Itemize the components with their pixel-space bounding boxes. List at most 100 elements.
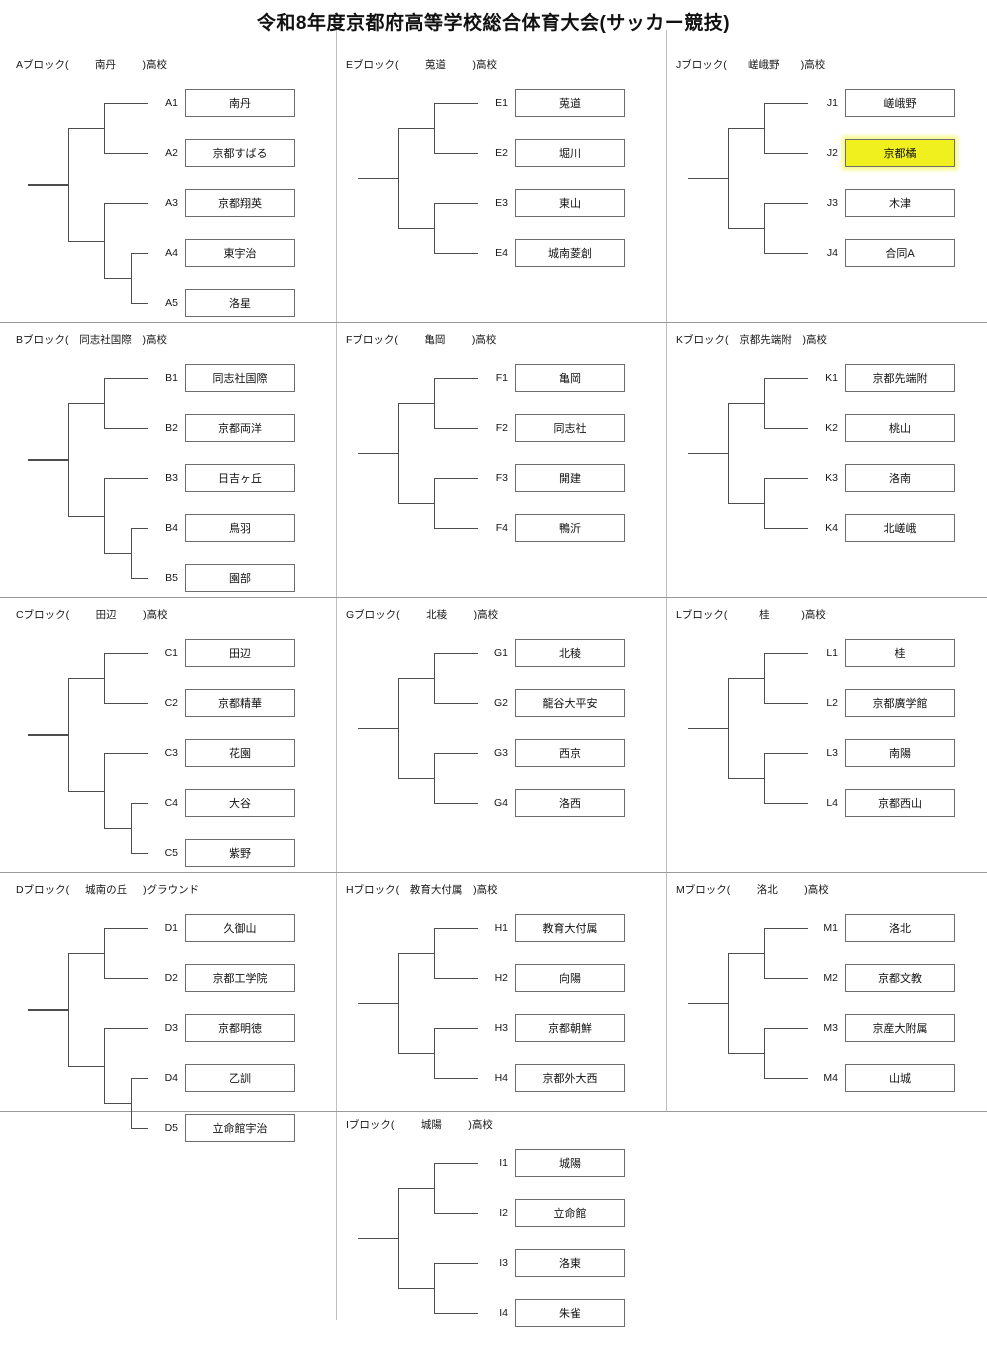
team-box-j1[interactable]: 嵯峨野: [845, 89, 955, 117]
slot-code-b4: B4: [165, 522, 178, 534]
bracket-main-join: [68, 403, 70, 516]
block-header-prefix: Hブロック(: [346, 884, 400, 896]
bracket-stub: [131, 803, 148, 805]
team-box-b4[interactable]: 鳥羽: [185, 514, 295, 542]
bracket-join: [434, 378, 436, 428]
team-box-b5[interactable]: 園部: [185, 564, 295, 592]
team-box-b3[interactable]: 日吉ヶ丘: [185, 464, 295, 492]
team-box-k1[interactable]: 京都先端附: [845, 364, 955, 392]
team-box-e3[interactable]: 東山: [515, 189, 625, 217]
bracket-connector: [728, 503, 764, 505]
team-box-g4[interactable]: 洛西: [515, 789, 625, 817]
team-box-j2[interactable]: 京都橘: [845, 139, 955, 167]
team-box-e1[interactable]: 莵道: [515, 89, 625, 117]
team-box-f1[interactable]: 亀岡: [515, 364, 625, 392]
slot-code-a1: A1: [165, 97, 178, 109]
slot-code-f3: F3: [495, 472, 508, 484]
block-header-f: Fブロック(亀岡)高校: [346, 332, 496, 347]
team-box-i4[interactable]: 朱雀: [515, 1299, 625, 1327]
slot-code-c4: C4: [164, 797, 178, 809]
team-box-a4[interactable]: 東宇治: [185, 239, 295, 267]
team-box-k3[interactable]: 洛南: [845, 464, 955, 492]
team-box-c2[interactable]: 京都精華: [185, 689, 295, 717]
team-box-f2[interactable]: 同志社: [515, 414, 625, 442]
bracket-join: [434, 753, 436, 803]
bracket-stub: [434, 103, 478, 105]
team-box-j3[interactable]: 木津: [845, 189, 955, 217]
team-box-d5[interactable]: 立命館宇治: [185, 1114, 295, 1142]
team-box-d2[interactable]: 京都工学院: [185, 964, 295, 992]
team-box-c3[interactable]: 花園: [185, 739, 295, 767]
bracket-connector: [68, 128, 104, 130]
team-box-h1[interactable]: 教育大付属: [515, 914, 625, 942]
page-title: 令和8年度京都府高等学校総合体育大会(サッカー競技): [256, 13, 731, 34]
block-header-prefix: Jブロック(: [676, 59, 727, 71]
team-box-i2[interactable]: 立命館: [515, 1199, 625, 1227]
team-box-j4[interactable]: 合同A: [845, 239, 955, 267]
bracket-connector: [398, 403, 434, 405]
team-box-f3[interactable]: 開建: [515, 464, 625, 492]
row-divider-2: [0, 597, 987, 598]
team-box-f4[interactable]: 鴨沂: [515, 514, 625, 542]
team-box-g3[interactable]: 西京: [515, 739, 625, 767]
team-box-e4[interactable]: 城南菱創: [515, 239, 625, 267]
block-header-prefix: Dブロック(: [16, 884, 70, 896]
team-box-i3[interactable]: 洛東: [515, 1249, 625, 1277]
team-box-m1[interactable]: 洛北: [845, 914, 955, 942]
slot-code-a5: A5: [165, 297, 178, 309]
block-venue: 洛北: [756, 884, 778, 896]
team-box-a2[interactable]: 京都すばる: [185, 139, 295, 167]
team-box-h4[interactable]: 京都外大西: [515, 1064, 625, 1092]
bracket-stub: [434, 703, 478, 705]
team-box-c4[interactable]: 大谷: [185, 789, 295, 817]
team-box-m4[interactable]: 山城: [845, 1064, 955, 1092]
team-box-m2[interactable]: 京都文教: [845, 964, 955, 992]
bracket-join: [764, 478, 766, 528]
team-box-i1[interactable]: 城陽: [515, 1149, 625, 1177]
block-venue: 城陽: [420, 1119, 442, 1131]
bracket-stub: [434, 753, 478, 755]
slot-code-j3: J3: [826, 197, 838, 209]
team-box-l4[interactable]: 京都西山: [845, 789, 955, 817]
team-box-b1[interactable]: 同志社国際: [185, 364, 295, 392]
team-box-b2[interactable]: 京都両洋: [185, 414, 295, 442]
bracket-stub: [764, 803, 808, 805]
slot-code-e1: E1: [495, 97, 508, 109]
team-box-d4[interactable]: 乙訓: [185, 1064, 295, 1092]
team-box-e2[interactable]: 堀川: [515, 139, 625, 167]
team-box-h2[interactable]: 向陽: [515, 964, 625, 992]
team-box-m3[interactable]: 京産大附属: [845, 1014, 955, 1042]
team-box-k2[interactable]: 桃山: [845, 414, 955, 442]
block-header-suffix: )高校: [472, 59, 498, 71]
team-box-g1[interactable]: 北稜: [515, 639, 625, 667]
bracket-stub: [434, 428, 478, 430]
team-box-l2[interactable]: 京都廣学館: [845, 689, 955, 717]
team-box-l1[interactable]: 桂: [845, 639, 955, 667]
team-box-c5[interactable]: 紫野: [185, 839, 295, 867]
team-box-l3[interactable]: 南陽: [845, 739, 955, 767]
team-box-a3[interactable]: 京都翔英: [185, 189, 295, 217]
team-box-k4[interactable]: 北嵯峨: [845, 514, 955, 542]
team-box-c1[interactable]: 田辺: [185, 639, 295, 667]
team-box-h3[interactable]: 京都朝鮮: [515, 1014, 625, 1042]
bracket-stub: [434, 1213, 478, 1215]
slot-code-c2: C2: [164, 697, 178, 709]
team-box-g2[interactable]: 龍谷大平安: [515, 689, 625, 717]
team-box-d3[interactable]: 京都明徳: [185, 1014, 295, 1042]
team-box-d1[interactable]: 久御山: [185, 914, 295, 942]
team-box-a5[interactable]: 洛星: [185, 289, 295, 317]
team-box-a1[interactable]: 南丹: [185, 89, 295, 117]
block-header-g: Gブロック(北稜)高校: [346, 607, 498, 622]
bracket-stub: [104, 703, 148, 705]
block-header-suffix: )高校: [468, 1119, 493, 1131]
